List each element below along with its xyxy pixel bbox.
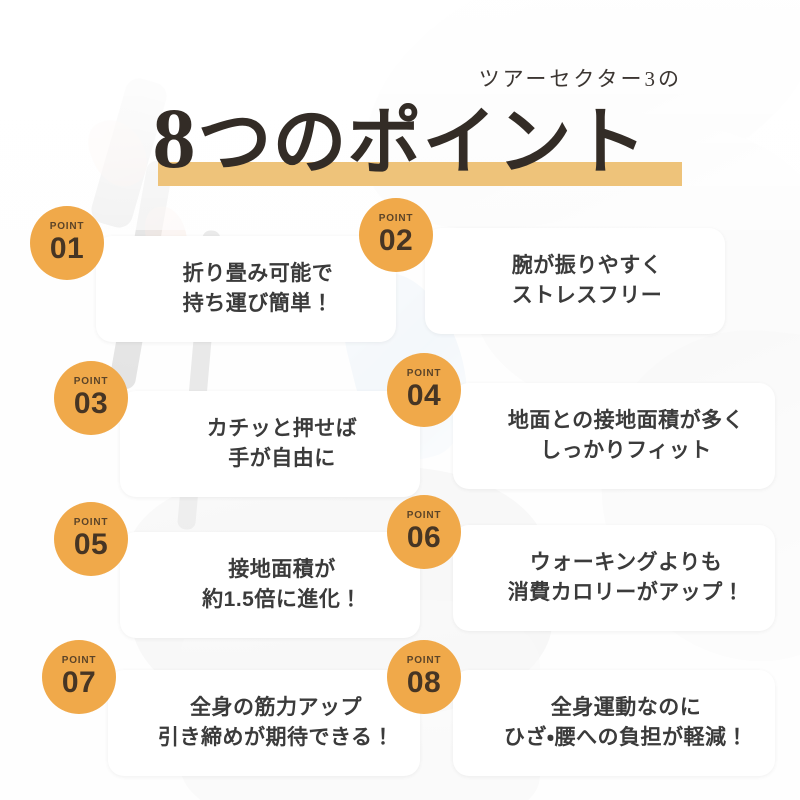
point-card-06: ウォーキングよりも 消費カロリーがアップ！	[453, 525, 775, 631]
point-item-07: POINT 07 全身の筋力アップ 引き締めが期待できる！	[42, 640, 420, 776]
point-card-07: 全身の筋力アップ 引き締めが期待できる！	[108, 670, 420, 776]
point-text: カチッと押せば 手が自由に	[206, 416, 358, 470]
point-item-01: POINT 01 折り畳み可能で 持ち運び簡単！	[30, 206, 396, 342]
point-badge-04: POINT 04	[387, 353, 461, 427]
badge-label: POINT	[61, 655, 97, 666]
badge-number: 06	[406, 521, 442, 554]
badge-label: POINT	[406, 655, 442, 666]
badge-label: POINT	[406, 368, 442, 379]
point-text: 接地面積が 約1.5倍に進化！	[202, 557, 362, 611]
point-text: 腕が振りやすく ストレスフリー	[511, 253, 663, 307]
point-item-06: POINT 06 ウォーキングよりも 消費カロリーがアップ！	[387, 495, 775, 631]
badge-number: 05	[73, 528, 109, 561]
point-card-01: 折り畳み可能で 持ち運び簡単！	[96, 236, 396, 342]
badge-label: POINT	[73, 376, 109, 387]
title-highlight-bar	[158, 162, 682, 186]
title-number: 8	[152, 90, 198, 186]
point-item-04: POINT 04 地面との接地面積が多く しっかりフィット	[387, 353, 775, 489]
point-item-02: POINT 02 腕が振りやすく ストレスフリー	[359, 198, 725, 334]
point-badge-05: POINT 05	[54, 502, 128, 576]
background-top-fade	[0, 0, 800, 230]
point-badge-01: POINT 01	[30, 206, 104, 280]
title-text: 8つのポイント	[0, 88, 800, 193]
point-text: 地面との接地面積が多く しっかりフィット	[507, 408, 745, 462]
point-text: 全身の筋力アップ 引き締めが期待できる！	[157, 695, 395, 749]
title-rest: つのポイント	[197, 102, 648, 184]
subtitle: ツアーセクター3の	[478, 67, 682, 91]
point-badge-02: POINT 02	[359, 198, 433, 272]
point-item-03: POINT 03 カチッと押せば 手が自由に	[54, 361, 420, 497]
badge-number: 02	[378, 224, 414, 257]
point-text: 折り畳み可能で 持ち運び簡単！	[182, 261, 334, 315]
badge-number: 08	[406, 666, 442, 699]
point-text: 全身運動なのに ひざ・腰への負担が軽減！	[503, 695, 749, 749]
badge-label: POINT	[49, 221, 85, 232]
point-badge-07: POINT 07	[42, 640, 116, 714]
badge-number: 04	[406, 379, 442, 412]
point-badge-06: POINT 06	[387, 495, 461, 569]
point-badge-08: POINT 08	[387, 640, 461, 714]
badge-label: POINT	[73, 517, 109, 528]
badge-number: 01	[49, 232, 85, 265]
point-card-02: 腕が振りやすく ストレスフリー	[425, 228, 725, 334]
badge-label: POINT	[406, 510, 442, 521]
badge-number: 07	[61, 666, 97, 699]
point-item-05: POINT 05 接地面積が 約1.5倍に進化！	[54, 502, 420, 638]
badge-number: 03	[73, 387, 109, 420]
point-card-08: 全身運動なのに ひざ・腰への負担が軽減！	[453, 670, 775, 776]
point-card-03: カチッと押せば 手が自由に	[120, 391, 420, 497]
header: ツアーセクター3の 8つのポイント	[0, 0, 800, 200]
point-card-05: 接地面積が 約1.5倍に進化！	[120, 532, 420, 638]
point-card-04: 地面との接地面積が多く しっかりフィット	[453, 383, 775, 489]
points-grid: POINT 01 折り畳み可能で 持ち運び簡単！ POINT 02 腕が振りやす…	[0, 198, 800, 800]
point-badge-03: POINT 03	[54, 361, 128, 435]
point-text: ウォーキングよりも 消費カロリーがアップ！	[507, 550, 745, 604]
page-title: 8つのポイント	[0, 88, 800, 196]
badge-label: POINT	[378, 213, 414, 224]
point-item-08: POINT 08 全身運動なのに ひざ・腰への負担が軽減！	[387, 640, 775, 776]
